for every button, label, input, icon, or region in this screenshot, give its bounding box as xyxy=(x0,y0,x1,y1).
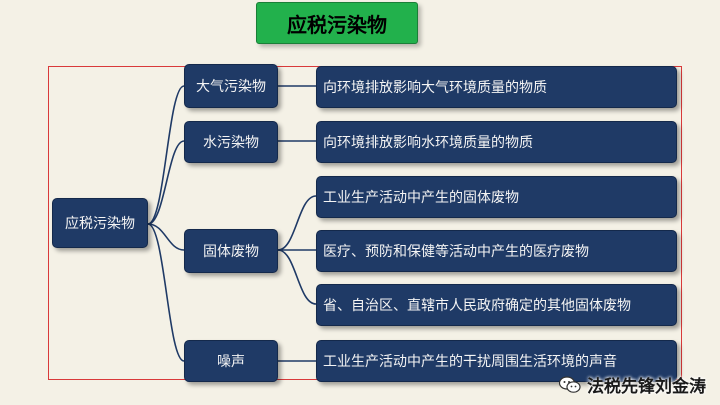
watermark: 法税先锋刘金涛 xyxy=(558,372,706,397)
connector-root-noise xyxy=(147,223,185,362)
category-air-pollutants: 大气污染物 xyxy=(184,64,278,108)
diagram-title: 应税污染物 xyxy=(256,2,418,44)
category-noise: 噪声 xyxy=(184,340,278,382)
watermark-text: 法税先锋刘金涛 xyxy=(587,377,706,397)
category-solid-waste: 固体废物 xyxy=(184,229,278,273)
root-node: 应税污染物 xyxy=(52,198,148,248)
item-solid-1: 工业生产活动中产生的固体废物 xyxy=(316,176,677,218)
connector-solid-item-1 xyxy=(277,195,317,251)
item-solid-3: 省、自治区、直辖市人民政府确定的其他固体废物 xyxy=(316,284,677,326)
item-solid-2: 医疗、预防和保健等活动中产生的医疗废物 xyxy=(316,230,677,272)
connector-root-air xyxy=(147,85,185,225)
connector-solid-item-3 xyxy=(277,249,317,305)
connector-root-water xyxy=(147,140,185,225)
item-air-1: 向环境排放影响大气环境质量的物质 xyxy=(316,66,677,108)
item-noise-1: 工业生产活动中产生的干扰周围生活环境的声音 xyxy=(316,340,677,382)
connector-root-solid xyxy=(147,223,185,251)
item-water-1: 向环境排放影响水环境质量的物质 xyxy=(316,121,677,163)
wechat-icon xyxy=(558,375,581,394)
category-water-pollutants: 水污染物 xyxy=(184,121,278,163)
